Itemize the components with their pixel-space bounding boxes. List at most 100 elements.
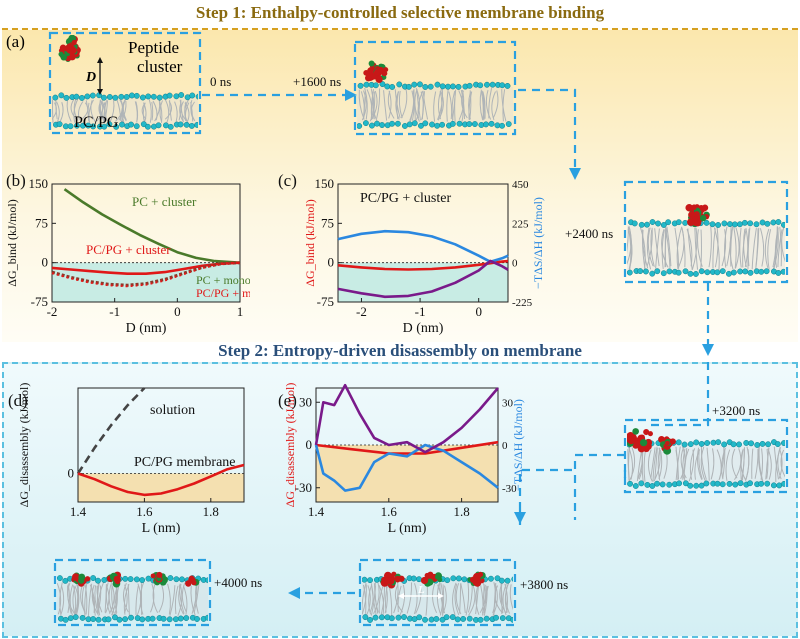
series-line-0 (63, 188, 241, 264)
snapshot-frame-0 (48, 31, 202, 135)
panel-b-tag: (b) (6, 171, 26, 190)
connector-3200-3800 (645, 362, 710, 427)
arrow-head-2 (569, 168, 581, 180)
arrow-head-5 (288, 587, 300, 599)
lipid-heads (357, 81, 512, 129)
peptide-cluster (363, 60, 389, 84)
plot-frame (51, 183, 241, 303)
membrane-core (627, 225, 785, 271)
distance-arrow-top (97, 57, 103, 63)
L-label: L (417, 584, 425, 596)
y-axis-label: ΔG_disassembly (kJ/mol) (283, 383, 297, 508)
y-tick-label: 75 (321, 215, 334, 230)
arrow-head-1 (345, 89, 357, 101)
chart-c-title: PC/PG + cluster (360, 191, 451, 206)
time-3800: +3800 ns (520, 577, 569, 592)
snapshot-frame-4000 (53, 558, 212, 627)
connector-3800-down (518, 468, 627, 505)
y-axis-label: ΔG_bind (kJ/mol) (303, 199, 317, 286)
y-tick-label: -75 (317, 294, 334, 309)
zero-fill (78, 473, 244, 502)
cluster-label-line1: Peptide (128, 38, 179, 57)
membrane-snapshot-2400 (627, 204, 785, 277)
x-tick-label: -1 (415, 304, 426, 319)
time-0: 0 ns (210, 74, 232, 89)
series-line-0 (315, 440, 499, 455)
membrane-core (357, 87, 513, 123)
annotation-pcpg-membrane-label: PC/PG membrane (134, 455, 236, 470)
y-tick-label: 150 (315, 176, 335, 191)
step1-title: Step 1: Enthalpy-controlled selective me… (195, 3, 605, 22)
x-tick-label: 1.8 (203, 504, 219, 519)
time-4000: +4000 ns (214, 575, 263, 590)
x-tick-label: 1.8 (453, 504, 469, 519)
y-right-tick-label: -225 (512, 297, 533, 309)
lipid-heads (52, 92, 198, 130)
membrane-label: PC/PG (74, 114, 119, 131)
y-right-tick-label: -30 (502, 483, 517, 495)
membrane-snapshot-0 (52, 35, 198, 130)
y-tick-label: 0 (42, 255, 49, 270)
panel-c-tag: (c) (278, 171, 297, 190)
peptide-cluster (467, 571, 486, 587)
x-tick-label: 0 (174, 304, 181, 319)
lipid-tails (358, 87, 507, 122)
y-tick-label: -75 (31, 294, 48, 309)
x-tick-label: 1 (237, 304, 244, 319)
L-arrow-left (398, 593, 404, 599)
peptide-cluster (658, 435, 676, 455)
peptide-cluster (185, 575, 200, 587)
membrane-snapshot-4000 (57, 571, 208, 623)
series-line-1 (314, 443, 499, 492)
membrane-snapshot-1600 (357, 60, 513, 129)
connector-3200-3800-b (573, 453, 625, 520)
annotation-pc-cluster: PC + cluster (132, 194, 197, 209)
x-axis-label: L (nm) (142, 521, 181, 536)
series-line-3 (51, 261, 241, 288)
lipid-tails (57, 581, 200, 617)
y-tick-label: 0 (328, 255, 335, 270)
membrane-core (57, 581, 208, 617)
y-right-axis-label: −TΔS/ΔH (kJ/mol) (531, 197, 545, 289)
peptide-cluster (58, 35, 81, 62)
y-right-tick-label: 450 (512, 179, 529, 191)
membrane-core (52, 98, 198, 124)
connector-1600-2400 (518, 88, 577, 175)
peptide-cluster (150, 571, 168, 586)
y-right-tick-label: 30 (502, 397, 514, 409)
x-tick-label: 1.4 (70, 504, 87, 519)
x-tick-label: 1.4 (308, 504, 325, 519)
x-axis-label: L (nm) (388, 521, 427, 536)
y-right-tick-label: 225 (512, 218, 529, 230)
step2-title: Step 2: Entropy-driven disassembly on me… (218, 341, 582, 360)
y-tick-label: 150 (29, 176, 49, 191)
membrane-snapshot-3800: L (362, 571, 513, 623)
y-tick-label: 0 (306, 437, 313, 452)
annotation-pcpg-cluster: PC/PG + cluster (86, 242, 171, 257)
annotation-solution: solution (150, 403, 195, 418)
peptide-cluster (380, 571, 405, 589)
annotation-pc-monomer: PC + monomer (196, 273, 250, 287)
distance-arrow-bottom (97, 89, 103, 95)
x-tick-label: -2 (47, 304, 58, 319)
time-1600: +1600 ns (293, 74, 342, 89)
time-3200: +3200 ns (712, 403, 761, 418)
time-2400: +2400 ns (565, 226, 614, 241)
plot-frame (337, 183, 509, 303)
arrow-head-3 (702, 344, 714, 356)
distance-label: D (86, 70, 97, 85)
x-axis-label: D (nm) (403, 321, 444, 336)
peptide-cluster (685, 204, 710, 228)
y-axis-label: ΔG_bind (kJ/mol) (5, 199, 19, 286)
y-tick-label: -30 (295, 480, 312, 495)
cluster-label-line2: cluster (137, 57, 183, 76)
series-line-2 (337, 259, 509, 299)
y-right-tick-label: 0 (512, 258, 518, 270)
membrane-snapshot-3200 (627, 428, 785, 489)
y-axis-label: ΔG_disassembly (kJ/mol) (17, 383, 31, 508)
y-tick-label: 0 (68, 466, 75, 481)
x-tick-label: -2 (356, 304, 367, 319)
panel-a-tag: (a) (6, 32, 25, 51)
